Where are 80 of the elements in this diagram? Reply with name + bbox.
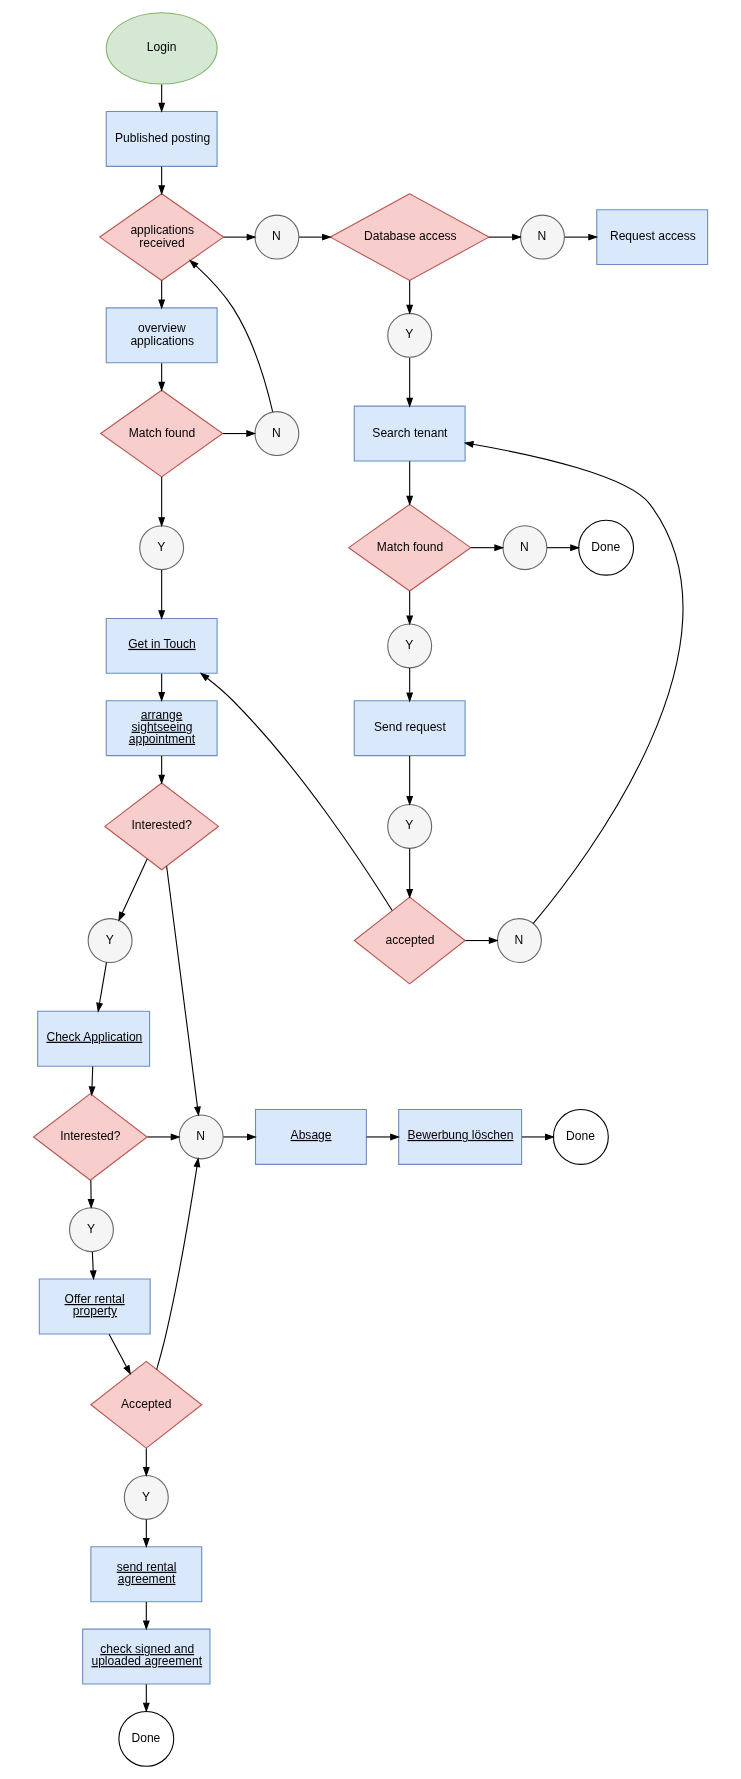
arrow xyxy=(406,590,414,626)
node-diamond: applications received xyxy=(98,193,225,282)
arrow xyxy=(142,1601,150,1631)
node-circle: N xyxy=(502,525,548,571)
node-box: Absage xyxy=(254,1108,367,1165)
node-box: Offer rental property xyxy=(38,1278,151,1335)
arrow xyxy=(488,233,522,241)
node-diamond: Match found xyxy=(99,389,224,478)
arrow xyxy=(470,544,505,552)
arrow xyxy=(158,83,166,113)
arrow xyxy=(222,430,257,437)
arrow xyxy=(366,1133,401,1141)
node-circle: Done xyxy=(552,1108,609,1165)
node-circle: Y xyxy=(387,623,433,669)
node-diamond: Interested? xyxy=(103,782,220,871)
node-box: Check Application xyxy=(37,1010,151,1067)
node-box: Search tenant xyxy=(353,405,466,462)
arrow xyxy=(158,569,166,621)
node-diamond: Match found xyxy=(347,503,472,592)
node-box: arrange sightseeing appointment xyxy=(105,700,218,757)
arrow xyxy=(158,362,166,392)
arrow xyxy=(463,440,684,924)
node-circle: Y xyxy=(123,1474,169,1520)
node-circle: N xyxy=(254,411,300,457)
arrow xyxy=(222,1133,257,1141)
arrow xyxy=(158,166,166,196)
node-box: Request access xyxy=(596,209,709,266)
arrow xyxy=(88,1066,96,1097)
arrow xyxy=(146,1133,181,1141)
node-circle: Y xyxy=(87,918,133,963)
arrow xyxy=(142,1683,150,1713)
node-ellipse: Login xyxy=(105,12,218,85)
node-box: overview applications xyxy=(105,307,218,364)
node-circle: Y xyxy=(68,1207,114,1253)
node-circle: N xyxy=(519,214,565,260)
arrow xyxy=(188,259,274,413)
node-box: Send request xyxy=(353,700,466,757)
arrow xyxy=(96,961,108,1013)
arrow xyxy=(158,755,166,785)
arrow xyxy=(223,233,257,241)
arrow xyxy=(166,865,201,1117)
arrow xyxy=(464,937,499,944)
arrow xyxy=(298,233,332,241)
arrow xyxy=(406,755,414,806)
arrow xyxy=(158,476,166,528)
node-box: check signed and uploaded agreement xyxy=(82,1628,211,1685)
arrow xyxy=(406,667,414,703)
node-box: Get in Touch xyxy=(105,617,218,674)
arrow xyxy=(199,672,393,912)
arrow xyxy=(546,544,581,552)
node-diamond: accepted xyxy=(353,896,466,985)
arrow xyxy=(89,1251,97,1281)
node-box: Bewerbung löschen xyxy=(398,1108,523,1165)
arrow xyxy=(142,1519,150,1548)
arrow xyxy=(87,1179,95,1209)
arrow xyxy=(118,858,148,922)
node-circle: N xyxy=(178,1114,224,1160)
node-circle: Y xyxy=(387,803,433,849)
node-circle: Y xyxy=(139,525,185,571)
node-diamond: Interested? xyxy=(32,1092,149,1181)
arrow xyxy=(406,460,414,506)
arrow xyxy=(406,280,414,315)
node-box: send rental agreement xyxy=(90,1546,203,1603)
arrow xyxy=(406,357,414,408)
node-circle: Done xyxy=(578,519,635,576)
arrow xyxy=(156,1157,201,1370)
node-circle: N xyxy=(254,214,300,260)
arrow xyxy=(108,1333,131,1376)
arrow xyxy=(521,1133,555,1141)
node-circle: N xyxy=(496,918,542,963)
arrow xyxy=(406,848,414,899)
node-diamond: Accepted xyxy=(90,1360,203,1449)
arrow xyxy=(158,280,166,310)
arrow xyxy=(158,673,166,702)
arrow xyxy=(564,233,599,241)
node-box: Published posting xyxy=(105,110,218,167)
node-circle: Done xyxy=(118,1710,175,1767)
node-diamond: Database access xyxy=(329,193,491,282)
node-circle: Y xyxy=(387,312,433,358)
arrow xyxy=(142,1447,150,1477)
